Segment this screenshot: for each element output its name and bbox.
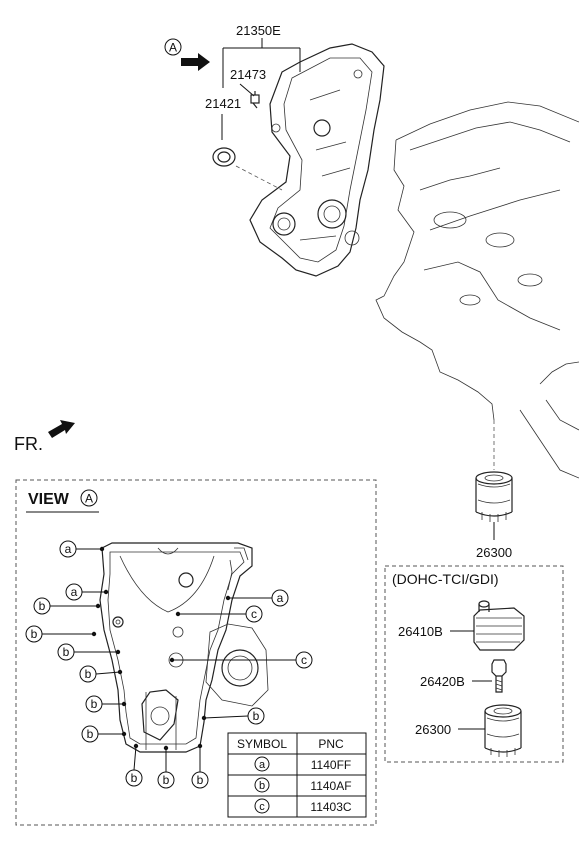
- label-26420B: 26420B: [420, 674, 465, 689]
- cover-front-view: [99, 542, 269, 753]
- connector-bolt-part: [491, 659, 507, 693]
- view-title: VIEW: [28, 491, 70, 508]
- table-header-symbol: SYMBOL: [237, 737, 287, 751]
- view-arrow-icon: [181, 53, 210, 71]
- callout-b-1: b: [39, 599, 46, 613]
- plug-bolt-part: [250, 91, 260, 109]
- callout-bracket: [222, 38, 301, 88]
- symbol-table: SYMBOL PNC a 1140FF b 1140AF c 11403C: [227, 732, 367, 818]
- callout-b-10: b: [197, 773, 204, 787]
- label-26300-dohc: 26300: [415, 722, 451, 737]
- oil-filter-part-dohc: [484, 704, 522, 757]
- callout-c-2: c: [301, 653, 307, 667]
- fr-label: FR.: [14, 434, 43, 454]
- view-a-marker-text: A: [169, 41, 177, 55]
- bolt-leaders: [42, 548, 296, 772]
- callout-21473: 21473: [230, 67, 266, 82]
- leader-21473: [239, 83, 255, 97]
- label-26300-top: 26300: [476, 545, 512, 560]
- dohc-box: [384, 565, 564, 763]
- callout-a-2: a: [71, 585, 78, 599]
- view-a-marker: A: [164, 38, 210, 71]
- engine-block-outline: [375, 101, 579, 479]
- callout-b-3: b: [63, 645, 70, 659]
- oil-cooler-part: [473, 600, 525, 651]
- callout-c-1: c: [251, 607, 257, 621]
- callout-b-9: b: [163, 773, 170, 787]
- callout-21350E: 21350E: [236, 23, 281, 38]
- table-header-pnc: PNC: [318, 737, 344, 751]
- front-arrow-icon: [48, 420, 75, 438]
- oil-seal-part: [212, 147, 236, 167]
- table-row-3-symbol: c: [259, 801, 265, 813]
- seal-alignment-line: [235, 165, 283, 191]
- callout-b-2: b: [31, 627, 38, 641]
- dohc-title: (DOHC-TCI/GDI): [392, 571, 499, 587]
- callout-b-5: b: [91, 697, 98, 711]
- timing-cover-part: [249, 43, 385, 277]
- view-title-marker-text: A: [85, 492, 93, 506]
- callout-a-1: a: [65, 542, 72, 556]
- table-row-1-symbol: a: [259, 759, 266, 771]
- view-a-box: [15, 479, 377, 826]
- table-row-2-pnc: 1140AF: [310, 779, 351, 793]
- bolt-positions: [91, 546, 231, 751]
- callout-a-3: a: [277, 591, 284, 605]
- table-row-3-pnc: 11403C: [310, 800, 351, 814]
- table-row-2-symbol: b: [259, 780, 265, 792]
- label-26410B: 26410B: [398, 624, 443, 639]
- table-row-1-pnc: 1140FF: [311, 758, 351, 772]
- oil-filter-part-top: [475, 471, 513, 522]
- callout-b-7: b: [253, 709, 260, 723]
- callout-b-8: b: [131, 771, 138, 785]
- bolt-callouts: a a b b b b b b c a c b b b b: [25, 540, 313, 789]
- callout-b-6: b: [87, 727, 94, 741]
- callout-b-4: b: [85, 667, 92, 681]
- callout-21421: 21421: [205, 96, 241, 111]
- view-title-marker: [80, 489, 98, 507]
